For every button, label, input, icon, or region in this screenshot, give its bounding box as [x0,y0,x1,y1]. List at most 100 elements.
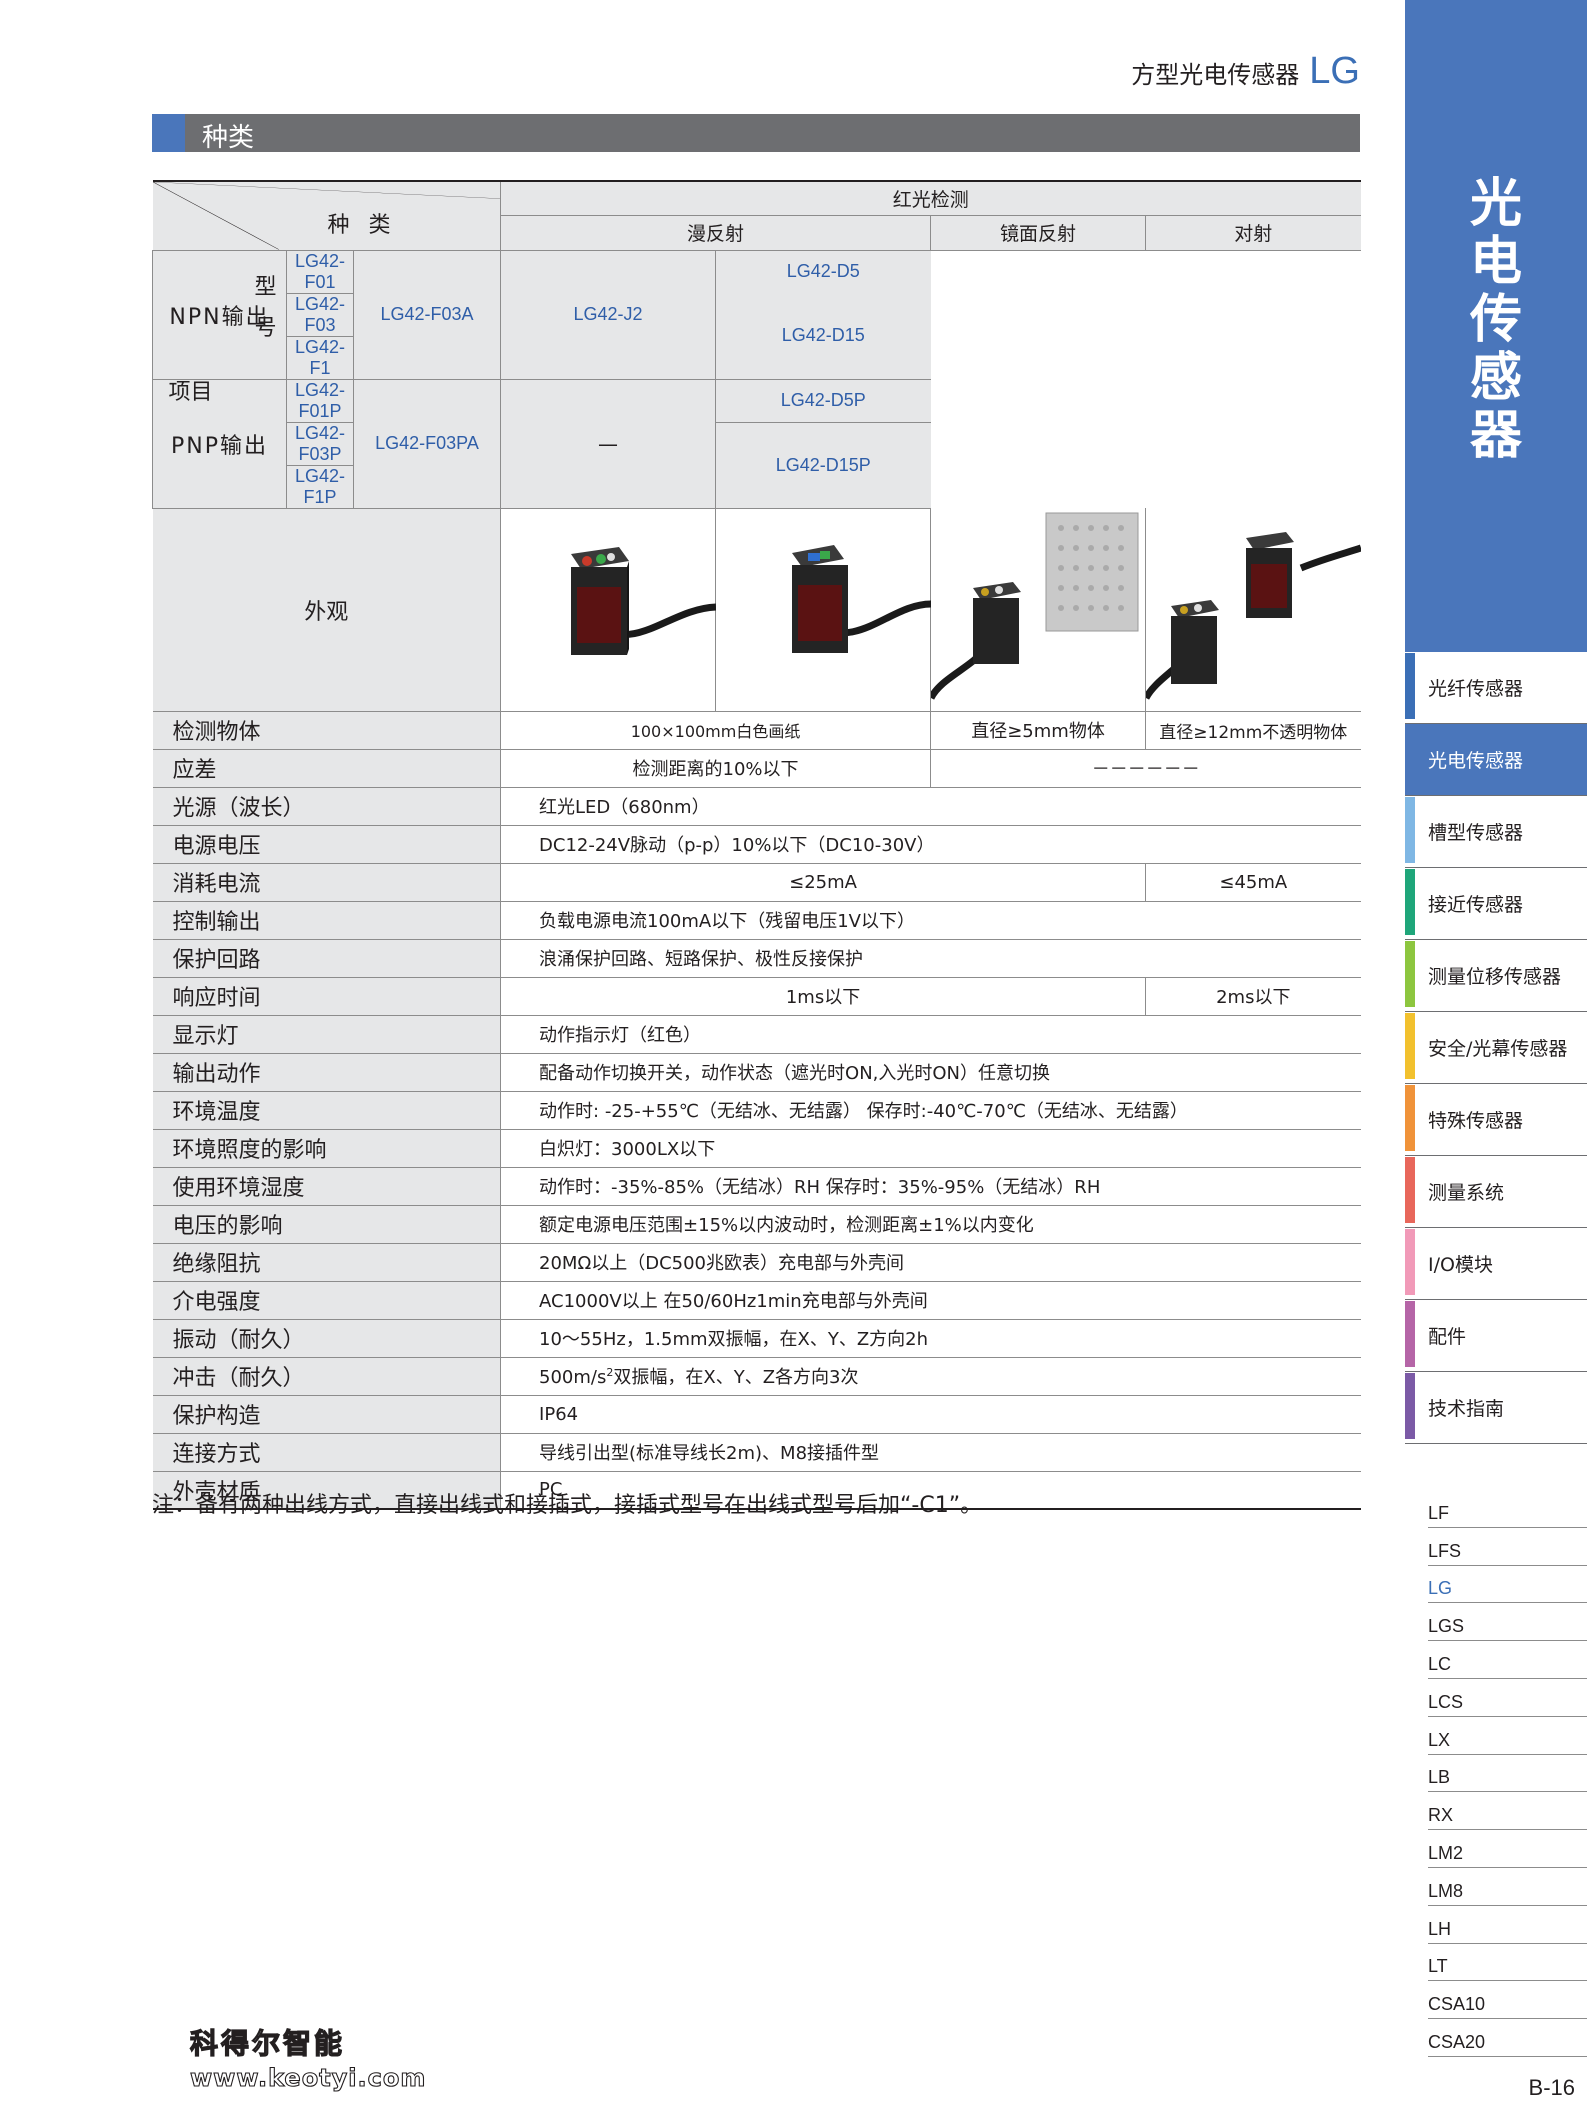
nav-color-strip [1405,1013,1415,1079]
nav-color-strip [1405,1157,1415,1223]
row-label: 保护回路 [152,939,501,978]
sidebar-nav-item[interactable]: 接近传感器 [1405,868,1587,940]
model-cell: LG42-D15 [715,293,931,380]
series-model-link[interactable]: LG [1428,1566,1587,1604]
nav-color-strip [1405,725,1415,791]
product-photo-through [1142,508,1363,712]
row-value: 导线引出型(标准导线长2m)、M8接插件型 [500,1433,1361,1472]
sidebar-title-char: 光 [1469,174,1522,234]
row-value: 动作时: -25-+55℃（无结冰、无结露） 保存时:-40℃-70℃（无结冰、… [500,1091,1361,1130]
sidebar-nav-item[interactable]: 技术指南 [1405,1372,1587,1444]
series-model-link[interactable]: LC [1428,1641,1587,1679]
item-label: 项目 [168,380,213,405]
sidebar-nav-item[interactable]: 安全/光幕传感器 [1405,1012,1587,1084]
model-cell: LG42-F01P [286,379,354,423]
nav-label: 测量系统 [1428,1182,1505,1204]
row-value: 直径≥12mm不透明物体 [1145,711,1361,750]
row-label: 环境温度 [152,1091,501,1130]
section-title: 种类 [202,123,255,153]
section-accent [152,114,185,152]
sidebar-nav-item[interactable]: 测量系统 [1405,1156,1587,1228]
model-cell: LG42-J2 [500,250,716,380]
row-label: 使用环境湿度 [152,1167,501,1206]
shock-value-b: 双振幅，在X、Y、Z各方向3次 [613,1367,859,1388]
sidebar-nav-item[interactable]: 测量位移传感器 [1405,940,1587,1012]
diagonal-lines [152,182,501,250]
nav-label: 测量位移传感器 [1428,966,1562,988]
row-label: 冲击（耐久） [152,1357,501,1396]
logo-url: www.keotyi.com [189,2063,427,2092]
row-value: 动作时：-35%-85%（无结冰）RH 保存时：35%-95%（无结冰）RH [500,1167,1361,1206]
pnp-output-label: PNP输出 [152,379,287,509]
sidebar-nav-item[interactable]: I/O模块 [1405,1228,1587,1300]
product-photo-diffuse-f [500,508,717,712]
sidebar-category-panel: 光电传感器 [1405,0,1587,652]
row-label: 电压的影响 [152,1205,501,1244]
section-bar: 种类 [152,114,1360,153]
type-mirror: 镜面反射 [930,215,1146,251]
sidebar-title: 光电传感器 [1405,175,1587,465]
row-label: 外壳材质 [152,1471,501,1510]
series-model-link[interactable]: LM8 [1428,1868,1587,1906]
shock-value-a: 500m/s [539,1367,607,1388]
series-model-link[interactable]: LT [1428,1944,1587,1982]
sidebar-nav-item[interactable]: 特殊传感器 [1405,1084,1587,1156]
row-label: 应差 [152,749,501,788]
sidebar-nav-item[interactable]: 槽型传感器 [1405,796,1587,868]
nav-label: 特殊传感器 [1428,1110,1524,1132]
row-label: 响应时间 [152,977,501,1016]
series-model-link[interactable]: LX [1428,1717,1587,1755]
nav-label: 接近传感器 [1428,894,1524,916]
series-model-link[interactable]: LB [1428,1755,1587,1793]
series-code: LG [1309,50,1360,92]
nav-color-strip [1405,653,1415,719]
row-value: 直径≥5mm物体 [930,711,1146,750]
page-number: B-16 [1528,2075,1575,2100]
row-value: ≤45mA [1145,863,1361,902]
nav-color-strip [1405,1373,1415,1439]
row-label: 光源（波长） [152,787,501,826]
series-model-link[interactable]: RX [1428,1792,1587,1831]
series-model-link[interactable]: LM2 [1428,1830,1587,1868]
series-model-link[interactable]: CSA20 [1428,2019,1587,2057]
model-label-1: 型 [254,275,277,300]
model-label-2: 号 [254,316,277,341]
row-value: 20MΩ以上（DC500兆欧表）充电部与外壳间 [500,1243,1361,1282]
series-model-link[interactable]: LH [1428,1906,1587,1944]
nav-label: 配件 [1428,1326,1467,1348]
nav-label: 槽型传感器 [1428,822,1524,844]
sidebar-title-char: 器 [1469,406,1522,466]
row-value: 动作指示灯（红色） [500,1015,1361,1054]
npn-output-label: NPN输出 [152,250,287,380]
series-model-link[interactable]: LFS [1428,1528,1587,1566]
product-photo-mirror [927,508,1146,712]
sidebar-nav-item[interactable]: 配件 [1405,1300,1587,1372]
row-value: 浪涌保护回路、短路保护、极性反接保护 [500,939,1361,978]
model-cell: — [500,379,716,509]
sidebar-title-char: 电 [1469,232,1522,292]
sidebar-title-char: 传 [1469,290,1522,350]
row-value: DC12-24V脉动（p-p）10%以下（DC10-30V） [500,825,1361,864]
nav-label: 技术指南 [1428,1398,1505,1420]
row-label: 消耗电流 [152,863,501,902]
model-cell: LG42-F1 [286,336,354,380]
model-cell: LG42-F1P [286,465,354,509]
series-model-link[interactable]: CSA10 [1428,1981,1587,2020]
model-cell: LG42-D5P [715,379,931,423]
row-value: 红光LED（680nm） [500,787,1361,826]
series-model-link[interactable]: LGS [1428,1603,1587,1642]
nav-color-strip [1405,941,1415,1007]
row-value: ≤25mA [500,863,1146,902]
sidebar-nav-item[interactable]: 光电传感器 [1405,724,1587,796]
row-label: 保护构造 [152,1395,501,1434]
series-model-link[interactable]: LCS [1428,1679,1587,1717]
footnote: 注：备有两种出线方式，直接出线式和接插式，接插式型号在出线式型号后加“-C1”。 [152,1493,983,1518]
series-model-link[interactable]: LF [1428,1490,1587,1528]
product-photo-diffuse-fa [715,508,932,712]
model-cell: LG42-F03P [286,422,354,466]
sidebar-nav-item[interactable]: 光纤传感器 [1405,652,1587,724]
row-value: 额定电源电压范围±15%以内波动时，检测距离±1%以内变化 [500,1205,1361,1244]
shock-value-sup: 2 [606,1366,614,1379]
corner-header: 种 类 型 号 项目 [152,180,501,405]
